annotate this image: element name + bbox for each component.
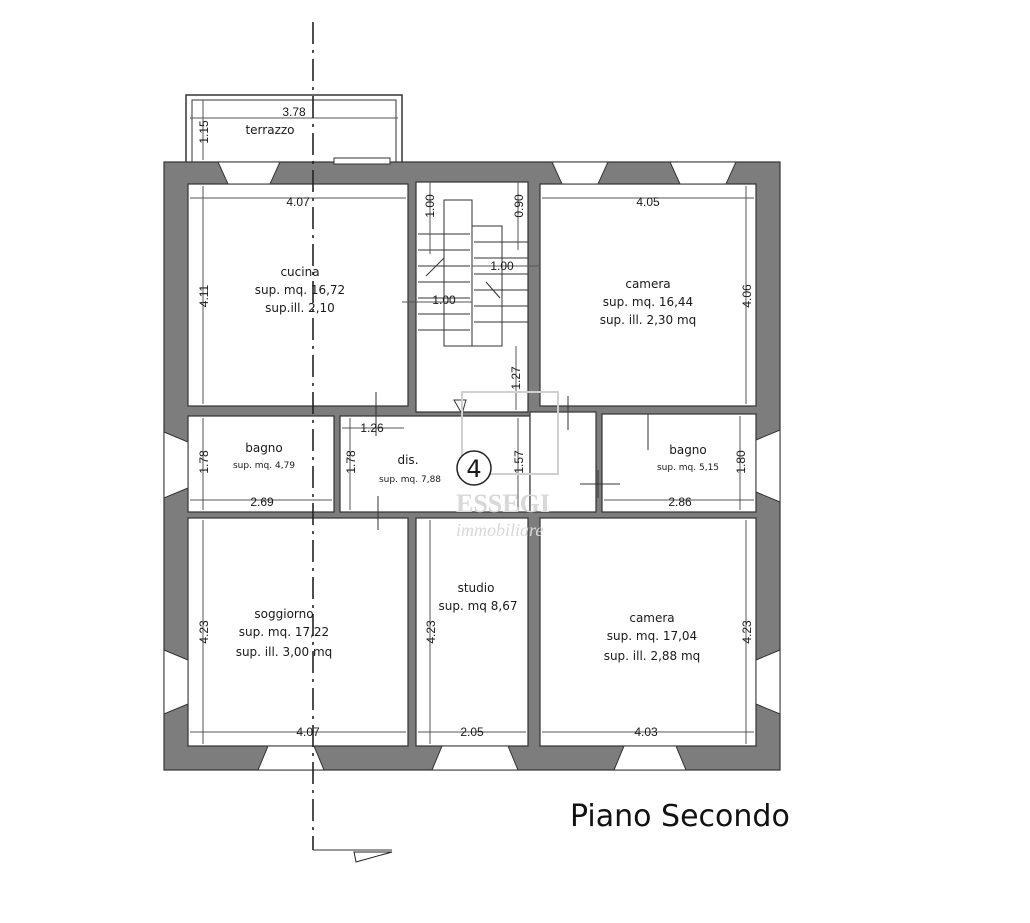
room-dis: [339, 415, 531, 513]
room-bagno-left: [187, 415, 335, 513]
watermark-subtitle: immobiliare: [456, 520, 543, 540]
dimension-lines: [190, 100, 754, 744]
dim-dis-h: 1.78: [344, 450, 358, 474]
label-bagno-right: bagno: [669, 443, 707, 457]
plan-title: Piano Secondo: [570, 799, 790, 834]
label-soggiorno-sup-ill: sup. ill. 3,00 mq: [236, 645, 333, 659]
dim-camera-top-w: 4.05: [636, 195, 660, 209]
dim-terrazzo-h: 1.15: [197, 120, 211, 144]
dim-bagno-right-w: 2.86: [668, 495, 692, 509]
room-soggiorno: [187, 517, 409, 747]
room-bagno-right: [601, 413, 757, 513]
terrace: [185, 94, 403, 164]
watermark: ESSEGI immobiliare: [456, 391, 559, 540]
dim-bagno-right-h: 1.80: [734, 450, 748, 474]
dim-stair-h2: 0.90: [512, 194, 526, 218]
dim-bagno-left-h: 1.78: [197, 450, 211, 474]
dim-camera-bottom-w: 4.03: [634, 725, 658, 739]
label-cucina-sup: sup. mq. 16,72: [255, 283, 345, 297]
label-dis: dis.: [397, 453, 418, 467]
label-dis-sup: sup. mq. 7,88: [379, 475, 441, 485]
label-camera-top-sup-ill: sup. ill. 2,30 mq: [600, 313, 697, 327]
label-cucina: cucina: [280, 265, 319, 279]
room-cucina: [187, 183, 409, 407]
room-camera-top: [539, 183, 757, 407]
section-axis: [312, 22, 393, 863]
dim-bagno-left-w: 2.69: [250, 495, 274, 509]
dim-stair-w1: 1.00: [432, 293, 456, 307]
floor-badge: 4: [456, 450, 492, 486]
dim-stair-w2: 1.00: [490, 259, 514, 273]
room-camera-bottom: [539, 517, 757, 747]
label-camera-top-sup: sup. mq. 16,44: [603, 295, 693, 309]
label-bagno-left: bagno: [245, 441, 283, 455]
room-studio: [415, 517, 529, 747]
label-camera-bottom-sup: sup. mq. 17,04: [607, 629, 697, 643]
dim-soggiorno-w: 4.07: [296, 725, 320, 739]
dim-camera-top-h: 4.06: [740, 284, 754, 308]
room-dis-right: [529, 411, 597, 513]
label-camera-top: camera: [625, 277, 670, 291]
stairs: [418, 199, 528, 347]
dim-cucina-h: 4.11: [197, 284, 211, 307]
label-soggiorno-sup: sup. mq. 17,22: [239, 625, 329, 639]
dim-dis-w: 1.26: [360, 421, 384, 435]
dim-cucina-w: 4.07: [286, 195, 310, 209]
dim-stair-h1: 1.00: [423, 194, 437, 218]
label-camera-bottom: camera: [629, 611, 674, 625]
dim-soggiorno-h: 4.23: [197, 620, 211, 644]
windows: [163, 157, 781, 771]
dim-dis-right-h: 1.57: [512, 450, 526, 474]
floor-number: 4: [466, 455, 481, 483]
dim-studio-h: 4.23: [424, 620, 438, 644]
label-studio: studio: [458, 581, 495, 595]
dim-camera-bottom-h: 4.23: [740, 620, 754, 644]
label-bagno-left-sup: sup. mq. 4,79: [233, 461, 295, 471]
label-terrazzo: terrazzo: [245, 123, 294, 137]
dim-studio-w: 2.05: [460, 725, 484, 739]
dim-terrazzo-w: 3.78: [282, 105, 306, 119]
label-cucina-sup-ill: sup.ill. 2,10: [265, 301, 335, 315]
watermark-brand: ESSEGI: [456, 489, 550, 518]
doors: [375, 392, 649, 530]
label-studio-sup: sup. mq 8,67: [439, 599, 518, 613]
label-camera-bottom-sup-ill: sup. ill. 2,88 mq: [604, 649, 701, 663]
label-bagno-right-sup: sup. mq. 5,15: [657, 463, 719, 473]
dim-stair-h3: 1.27: [509, 366, 523, 390]
label-soggiorno: soggiorno: [254, 607, 313, 621]
